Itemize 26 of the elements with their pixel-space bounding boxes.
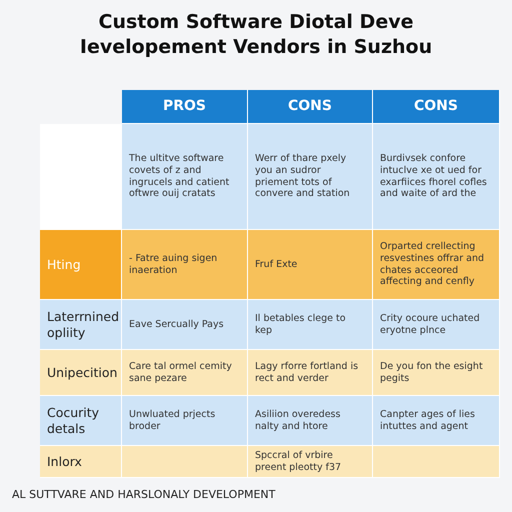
- table-cell: Werr of thare pxely you an sudror priement tots of convere and station: [248, 124, 373, 230]
- table-cell: Burdivsek confore intuclve xe ot ued for exarfiices fhorel cofles and waite of ard the: [373, 124, 500, 230]
- table-cell: - Fatre auing sigen inaeration: [122, 230, 248, 300]
- table-cell: Spccral of vrbire preent pleotty f37: [248, 446, 373, 478]
- table-cell: The ultitve software covets of z and ingrucels and catient oftwre ouij cratats: [122, 124, 248, 230]
- column-header: CONS: [248, 90, 373, 124]
- table-cell: Care tal ormel cemity sane pezare: [122, 350, 248, 396]
- row-header: Hting: [40, 230, 122, 300]
- table-cell: Unwluated prjects broder: [122, 396, 248, 446]
- table-cell: Lagy rforre fortland is rect and verder: [248, 350, 373, 396]
- table-cell: Canpter ages of lies intuttes and agent: [373, 396, 500, 446]
- table-cell: Crity ocoure uchated eryotne plnce: [373, 300, 500, 350]
- footer-text: AL SUTTVARE AND HARSLONALY DEVELOPMENT: [12, 488, 276, 501]
- table-cell: Il betables clege to kep: [248, 300, 373, 350]
- column-header: PROS: [122, 90, 248, 124]
- row-header: Unipecition: [40, 350, 122, 396]
- column-header: CONS: [373, 90, 500, 124]
- row-header: Cocurity detals: [40, 396, 122, 446]
- row-header: Laterrnined opliity: [40, 300, 122, 350]
- table-cell: Eave Sercually Pays: [122, 300, 248, 350]
- table-cell: De you fon the esight pegits: [373, 350, 500, 396]
- table-cell: Asiliion overedess nalty and htore: [248, 396, 373, 446]
- table-cell: Orparted crellecting resvestines offrar and chates acceored affecting and cenfly: [373, 230, 500, 300]
- title: Custom Software Diotal Deve Ievelopement Vendors in Suzhou: [78, 10, 434, 60]
- row-header: Inlorx: [40, 446, 122, 478]
- table-cell: Fruf Exte: [248, 230, 373, 300]
